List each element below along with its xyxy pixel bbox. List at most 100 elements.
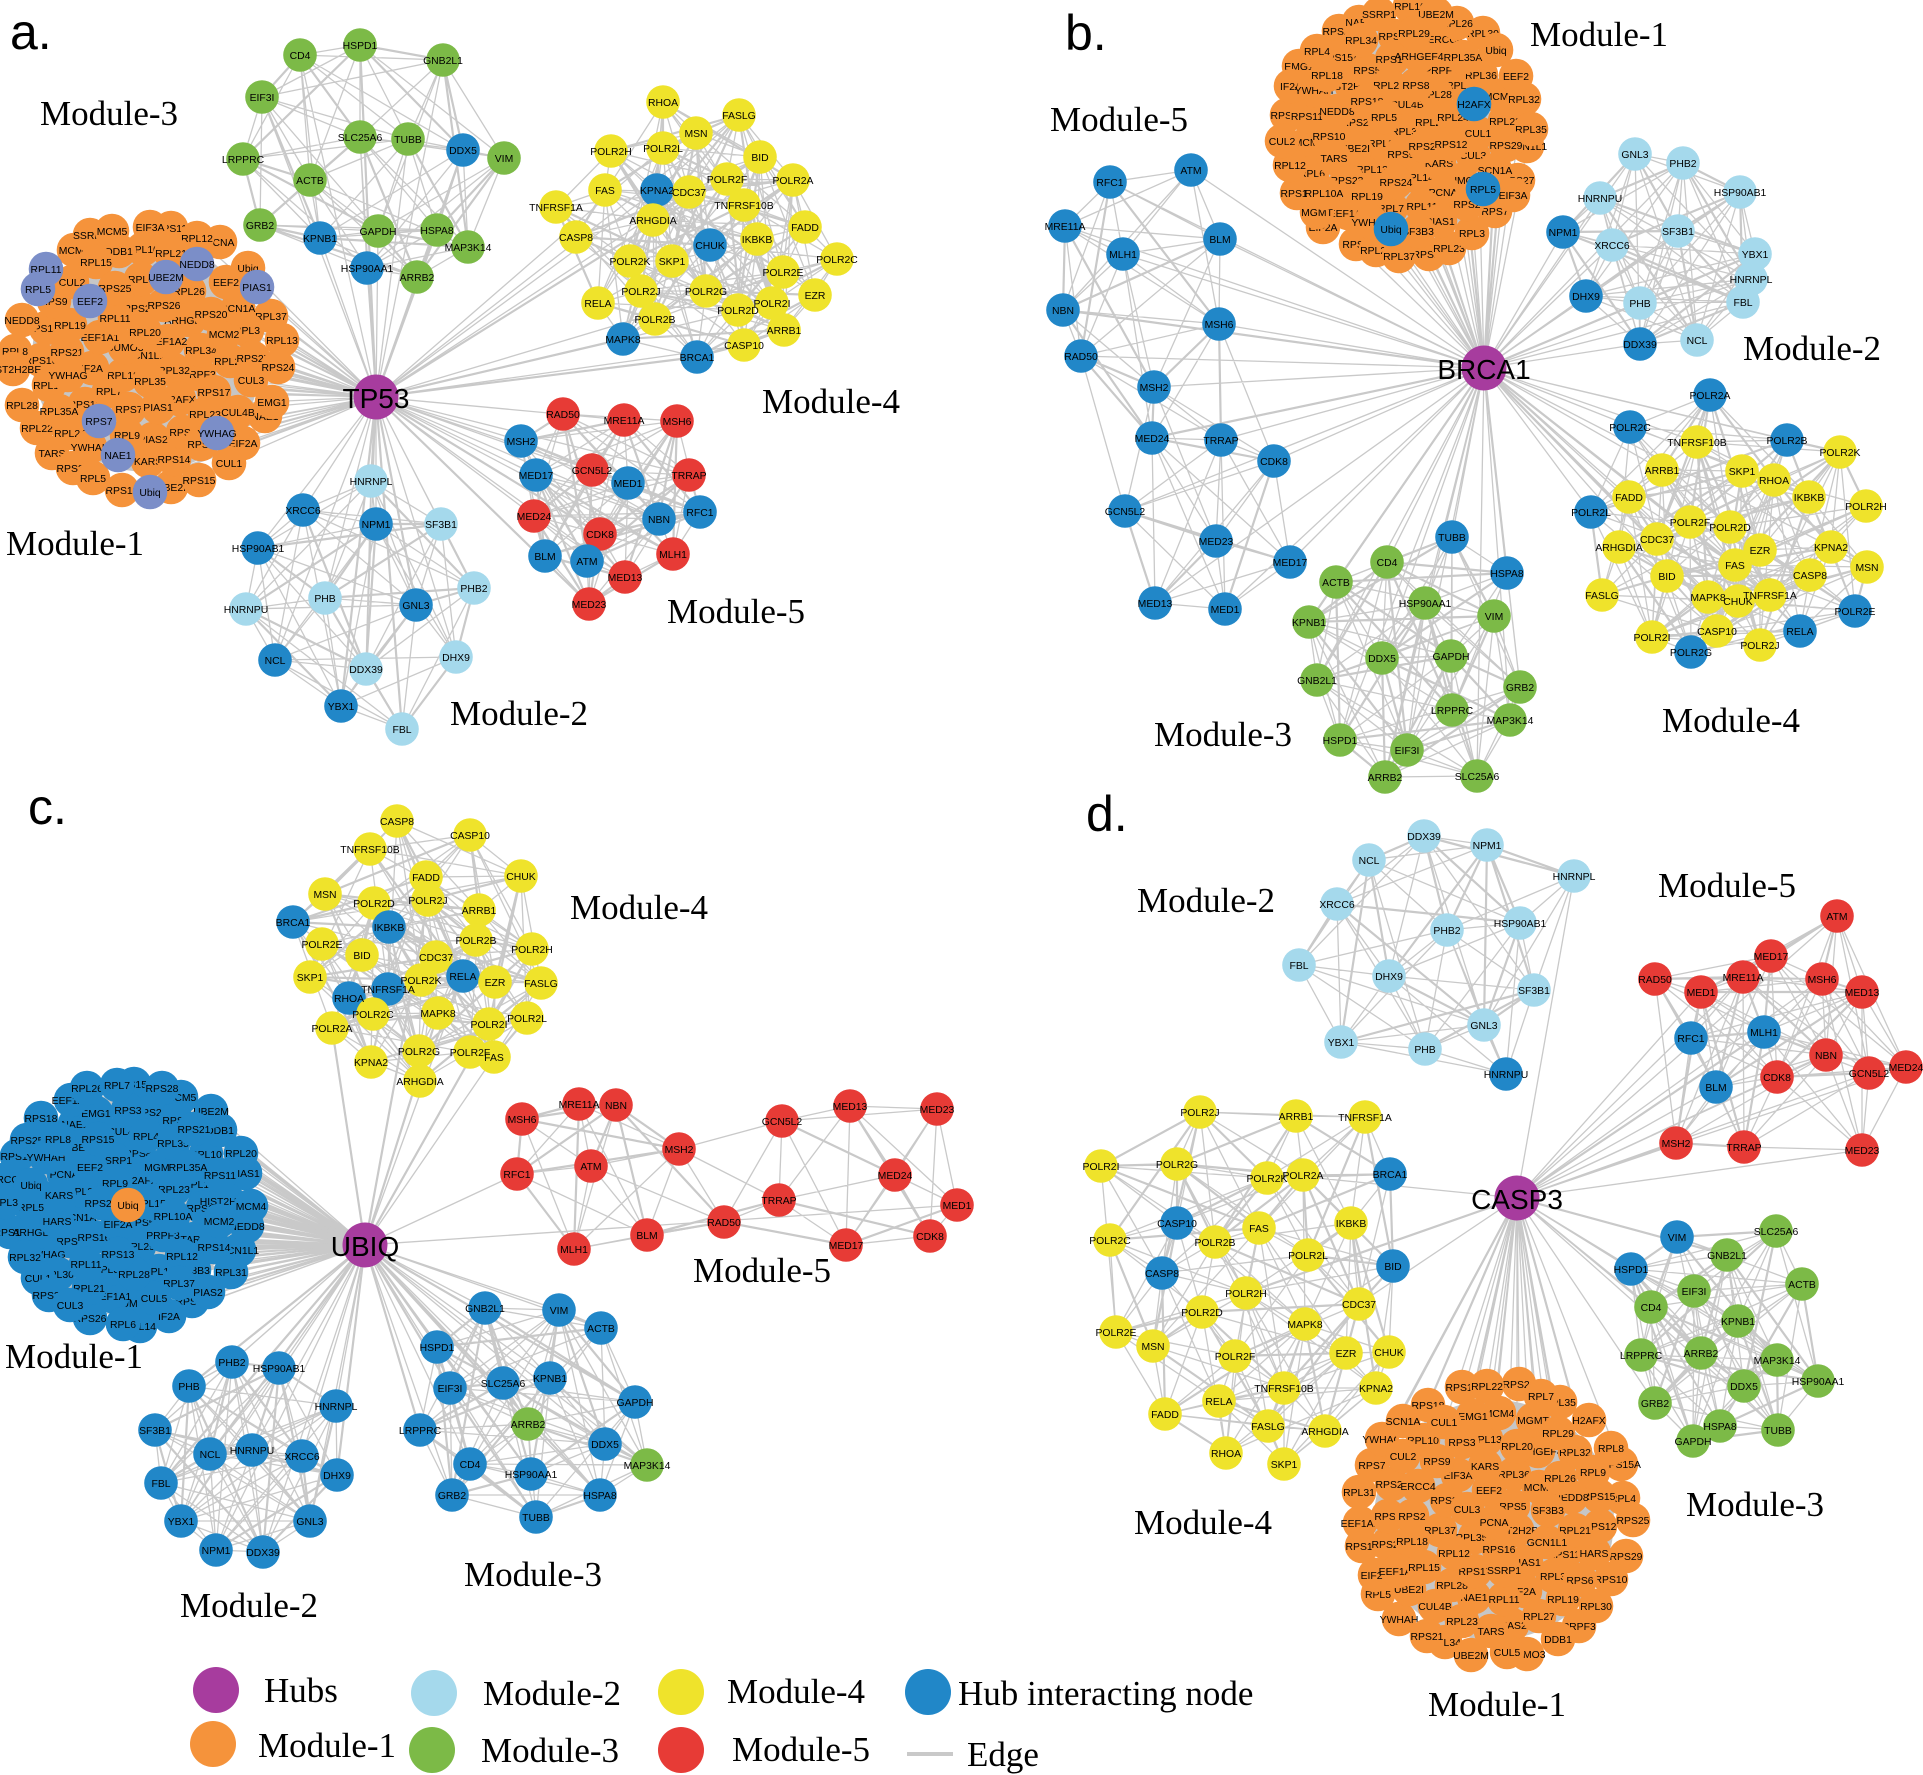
- svg-text:RPS24: RPS24: [1503, 1380, 1536, 1391]
- svg-text:IF2A: IF2A: [1514, 1587, 1536, 1598]
- svg-text:MCM2: MCM2: [204, 1217, 235, 1228]
- svg-text:RPL24: RPL24: [54, 429, 86, 440]
- svg-text:RPS8: RPS8: [187, 440, 214, 451]
- svg-text:ARRB2: ARRB2: [400, 273, 435, 284]
- svg-text:BRCA1: BRCA1: [1373, 1170, 1408, 1181]
- svg-text:RPS11: RPS11: [1291, 112, 1323, 123]
- svg-text:RPL37: RPL37: [255, 312, 287, 323]
- svg-text:DDX5: DDX5: [591, 1440, 619, 1451]
- svg-text:RPS12: RPS12: [1435, 140, 1468, 151]
- svg-text:CUL2: CUL2: [1390, 1452, 1417, 1463]
- svg-text:CUL1: CUL1: [25, 1274, 52, 1285]
- svg-text:RPL35: RPL35: [157, 1139, 189, 1150]
- svg-text:RPS9: RPS9: [40, 297, 67, 308]
- svg-text:RPS29: RPS29: [1490, 141, 1523, 152]
- svg-text:EIF3A: EIF3A: [1499, 191, 1528, 202]
- svg-text:POLR2E: POLR2E: [762, 268, 803, 279]
- svg-text:LRPPRC: LRPPRC: [222, 155, 265, 166]
- svg-text:RPL20: RPL20: [1501, 1442, 1533, 1453]
- svg-text:RHOA: RHOA: [334, 994, 364, 1005]
- svg-text:RHOA: RHOA: [1759, 476, 1789, 487]
- svg-text:MLH1: MLH1: [1750, 1028, 1778, 1039]
- svg-text:NCL: NCL: [200, 1450, 221, 1461]
- svg-text:Module-4: Module-4: [570, 888, 708, 927]
- svg-text:PRPF3: PRPF3: [1424, 66, 1458, 77]
- svg-text:HARS: HARS: [1580, 1549, 1609, 1560]
- svg-text:MED17: MED17: [1754, 952, 1789, 963]
- svg-text:Module-1: Module-1: [258, 1726, 396, 1765]
- svg-text:CUL4B: CUL4B: [1390, 100, 1424, 111]
- svg-text:RPS25: RPS25: [1617, 1516, 1650, 1527]
- svg-text:RPL10: RPL10: [1394, 2, 1426, 13]
- svg-text:RPL34: RPL34: [93, 1265, 125, 1276]
- svg-text:YBX1: YBX1: [1328, 1038, 1355, 1049]
- svg-text:MCM2: MCM2: [1524, 1483, 1555, 1494]
- svg-text:FAS: FAS: [484, 1053, 504, 1064]
- svg-text:CD4: CD4: [460, 1460, 481, 1471]
- svg-text:RPS14: RPS14: [158, 455, 191, 466]
- svg-text:BID: BID: [751, 153, 768, 164]
- svg-text:GCN1L1: GCN1L1: [1507, 142, 1548, 153]
- svg-text:POLR2J: POLR2J: [1180, 1108, 1219, 1119]
- svg-text:ERCC4: ERCC4: [1400, 1482, 1435, 1493]
- svg-text:RPL9: RPL9: [1368, 139, 1394, 150]
- svg-text:EIF3I: EIF3I: [250, 93, 275, 104]
- svg-text:ACTB: ACTB: [296, 176, 324, 187]
- svg-text:PRPF3: PRPF3: [1562, 1622, 1596, 1633]
- svg-text:DDB1: DDB1: [1544, 1635, 1572, 1646]
- svg-text:MLH1: MLH1: [1109, 250, 1137, 261]
- svg-text:MRE11A: MRE11A: [604, 416, 645, 427]
- svg-text:RPL32: RPL32: [1508, 95, 1540, 106]
- svg-text:DDX39: DDX39: [349, 665, 383, 676]
- svg-text:RPS21: RPS21: [51, 348, 84, 359]
- svg-text:DHX9: DHX9: [442, 653, 470, 664]
- svg-text:KPNB1: KPNB1: [1721, 1317, 1755, 1328]
- svg-text:CASP10: CASP10: [724, 341, 764, 352]
- svg-text:EMG1: EMG1: [81, 1109, 111, 1120]
- svg-text:POLR2L: POLR2L: [1571, 508, 1611, 519]
- svg-text:PCNA: PCNA: [50, 1170, 79, 1181]
- svg-text:RPL13: RPL13: [1470, 1435, 1502, 1446]
- svg-text:SUMO3: SUMO3: [107, 343, 144, 354]
- svg-text:MED13: MED13: [608, 573, 643, 584]
- svg-text:PIAS2: PIAS2: [1497, 1621, 1527, 1632]
- svg-text:RPS7: RPS7: [1481, 207, 1508, 218]
- svg-text:H2AFX: H2AFX: [162, 395, 196, 406]
- svg-text:TRRAP: TRRAP: [761, 1196, 796, 1207]
- svg-text:Module-4: Module-4: [1134, 1503, 1272, 1542]
- svg-text:SF3B1: SF3B1: [139, 1426, 171, 1437]
- svg-text:RPL6: RPL6: [128, 275, 154, 286]
- svg-text:RPS19: RPS19: [187, 1204, 220, 1215]
- svg-text:RPS9: RPS9: [1387, 150, 1414, 161]
- svg-text:GRB2: GRB2: [1641, 1399, 1670, 1410]
- svg-text:EIF3I: EIF3I: [1682, 1287, 1707, 1298]
- svg-text:GNL3: GNL3: [1470, 1021, 1497, 1032]
- svg-text:HSPA8: HSPA8: [583, 1491, 617, 1502]
- svg-text:H2AFX: H2AFX: [124, 1176, 158, 1187]
- svg-text:SKP1: SKP1: [659, 257, 686, 268]
- svg-text:PIAS1: PIAS1: [1425, 217, 1455, 228]
- svg-text:YWHAH: YWHAH: [1295, 86, 1334, 97]
- svg-text:IKBKB: IKBKB: [374, 923, 405, 934]
- svg-text:RPL35: RPL35: [1515, 125, 1547, 136]
- svg-text:RAD50: RAD50: [546, 410, 580, 421]
- svg-text:HIST2H2BE: HIST2H2BE: [0, 365, 41, 376]
- svg-text:RPL22: RPL22: [1489, 117, 1521, 128]
- svg-text:HIST2H2BE: HIST2H2BE: [200, 1197, 257, 1208]
- svg-text:SSRP1: SSRP1: [98, 1156, 132, 1167]
- svg-text:RPS18: RPS18: [1412, 1401, 1445, 1412]
- svg-text:RPL31: RPL31: [1391, 127, 1423, 138]
- svg-text:PHB: PHB: [178, 1382, 199, 1393]
- svg-text:TRRAP: TRRAP: [1726, 1143, 1761, 1154]
- svg-text:RPS12: RPS12: [1584, 1522, 1617, 1533]
- svg-text:RPS15: RPS15: [1376, 55, 1409, 66]
- svg-text:EZR: EZR: [805, 291, 826, 302]
- svg-text:PHB: PHB: [1414, 1045, 1435, 1056]
- svg-text:DHX9: DHX9: [1572, 292, 1600, 303]
- svg-text:MLH1: MLH1: [560, 1245, 588, 1256]
- svg-text:EEF1A1: EEF1A1: [93, 1292, 132, 1303]
- svg-text:RELA: RELA: [1205, 1397, 1232, 1408]
- svg-text:EIF3I: EIF3I: [1395, 746, 1420, 757]
- svg-text:CUL5: CUL5: [1494, 1648, 1521, 1659]
- svg-text:TARS: TARS: [39, 449, 66, 460]
